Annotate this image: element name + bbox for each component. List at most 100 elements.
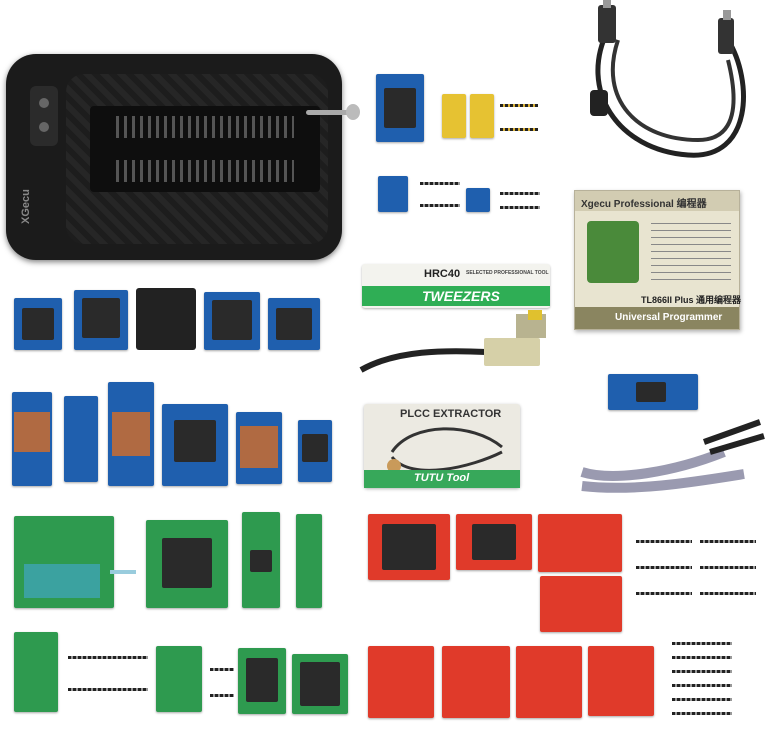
- sop8-adapter-yellow: [470, 94, 494, 138]
- pin-header: [500, 128, 538, 131]
- chip-socket: [250, 550, 272, 572]
- status-led: [39, 122, 49, 132]
- pin-header: [210, 668, 234, 671]
- sop8-adapter-yellow: [442, 94, 466, 138]
- breakout-board-red: [368, 646, 434, 718]
- pin-header: [672, 698, 732, 701]
- chip-socket: [162, 538, 212, 588]
- pin-header: [672, 656, 732, 659]
- pin-header: [636, 540, 692, 543]
- zif-pin-row: [116, 160, 294, 182]
- tweezers-package: HRC40 SELECTED PROFESSIONAL TOOL TWEEZER…: [362, 264, 550, 308]
- tsop-adapter-red: [456, 514, 532, 570]
- soic-clip-cable: [580, 419, 765, 493]
- chip-socket: [82, 298, 120, 338]
- pin-header: [636, 592, 692, 595]
- sot-adapter: [466, 188, 490, 212]
- status-led-panel: [30, 86, 58, 146]
- zif-lever-knob: [346, 104, 360, 120]
- qfp-adapter-green: [146, 520, 228, 608]
- pin-header: [672, 670, 732, 673]
- tsop-adapter-red: [368, 514, 450, 580]
- eeprom-adapter: [64, 396, 98, 482]
- box-programmer-image: [587, 221, 639, 283]
- box-header-text: Xgecu Professional 编程器: [581, 199, 707, 210]
- plcc-adapter: [298, 420, 332, 482]
- chip-socket: [384, 88, 416, 128]
- sop-socket-adapter: [74, 290, 128, 350]
- sop-socket-black: [136, 288, 196, 350]
- chip-socket: [174, 420, 216, 462]
- chip-socket: [22, 308, 54, 340]
- plcc-band: TUTU Tool: [364, 470, 520, 488]
- ribbon-cable: [359, 310, 546, 373]
- plcc-adapter: [12, 392, 52, 486]
- breakout-board-red: [516, 646, 582, 718]
- breakout-board-red: [540, 576, 622, 632]
- box-spec-lines: [651, 223, 731, 283]
- breakout-board-red: [442, 646, 510, 718]
- status-led: [39, 98, 49, 108]
- pin-header: [68, 688, 148, 691]
- plcc-tool-image: [387, 427, 503, 472]
- sop-adapter-green: [156, 646, 202, 712]
- plcc-extractor-package: PLCC EXTRACTOR TUTU Tool: [364, 404, 520, 488]
- chip-socket: [246, 658, 278, 702]
- programmer-unit: XGecu: [6, 54, 360, 260]
- plcc-brand: TUTU Tool: [414, 472, 470, 484]
- pin-header: [420, 204, 460, 207]
- box-model-text: TL866II Plus 通用编程器: [641, 295, 742, 305]
- chip-socket: [382, 524, 436, 570]
- tssop-adapter-green: [242, 512, 280, 608]
- box-subtitle-text: Universal Programmer: [615, 312, 723, 323]
- tweezers-band: TWEEZERS: [362, 286, 550, 306]
- pin-header: [700, 566, 756, 569]
- chip-socket: [472, 524, 516, 560]
- breakout-board-red: [538, 514, 622, 572]
- programmer-brand-text: XGecu: [20, 189, 32, 224]
- chip-socket: [302, 434, 328, 462]
- qfp-breakout-red: [588, 646, 654, 716]
- tweezers-tagline: SELECTED PROFESSIONAL TOOL: [466, 270, 549, 276]
- pin-header: [672, 712, 732, 715]
- plcc-socket: [14, 412, 50, 452]
- msop-adapter: [378, 176, 408, 212]
- tweezers-model: HRC40: [424, 268, 461, 280]
- pin-header: [500, 206, 540, 209]
- chip-socket: [636, 382, 666, 402]
- sop-socket-green: [292, 654, 348, 714]
- chip-socket: [212, 300, 252, 340]
- chip-socket: [300, 662, 340, 706]
- pin-header: [672, 642, 732, 645]
- plcc-socket: [112, 412, 150, 456]
- pin-header: [500, 192, 540, 195]
- pin-header: [420, 182, 460, 185]
- zif-pin-row: [116, 116, 294, 138]
- pin-header: [672, 684, 732, 687]
- long-adapter-green: [296, 514, 322, 608]
- sop-socket-green: [238, 648, 286, 714]
- zif-socket-small: [24, 564, 100, 598]
- sop8-adapter-blue: [376, 74, 424, 142]
- pin-header: [500, 104, 538, 107]
- sop-socket-adapter: [14, 298, 62, 350]
- zif-lever-small: [110, 570, 136, 574]
- zif-adapter-green: [14, 516, 136, 608]
- pin-header: [68, 656, 148, 659]
- pin-header: [636, 566, 692, 569]
- plcc-adapter: [236, 412, 282, 484]
- sop-socket-adapter: [204, 292, 260, 350]
- plcc-adapter: [108, 382, 154, 486]
- pin-header: [700, 540, 756, 543]
- box-header: Xgecu Professional 编程器: [575, 191, 739, 211]
- plcc-title: PLCC EXTRACTOR: [400, 408, 502, 420]
- pin-header: [210, 694, 234, 697]
- soic-adapter-green: [14, 632, 58, 712]
- pin-header: [700, 592, 756, 595]
- chip-socket: [276, 308, 312, 340]
- box-footer: Universal Programmer: [575, 307, 739, 329]
- soic-adapter-right: [608, 374, 698, 410]
- plcc-socket: [240, 426, 278, 468]
- sop-socket-adapter: [268, 298, 320, 350]
- usb-cable: [590, 0, 746, 158]
